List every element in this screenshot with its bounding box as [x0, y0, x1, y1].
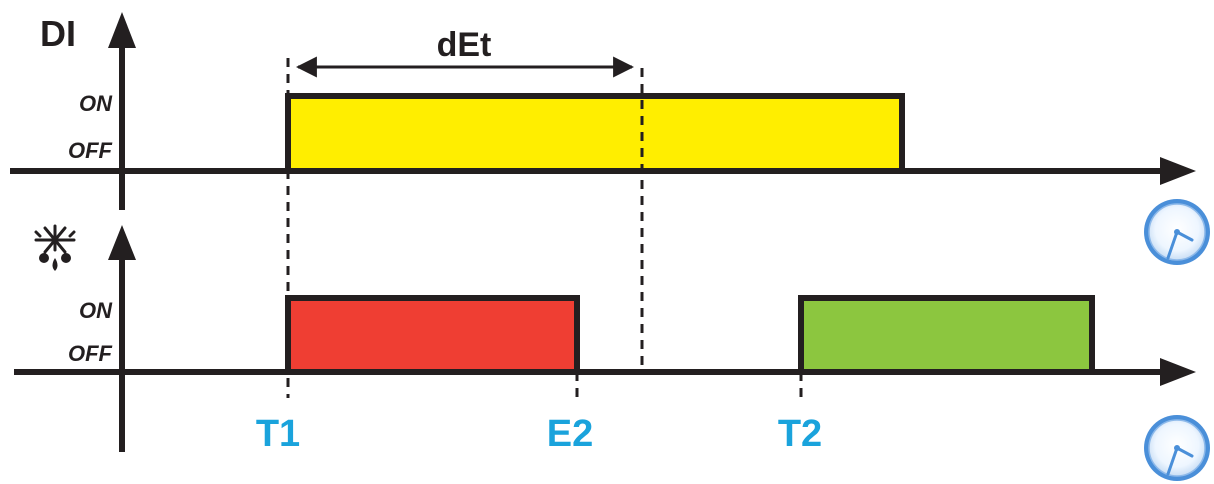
- di-off-label: OFF: [68, 138, 113, 163]
- di-label: DI: [40, 13, 76, 54]
- di-pulse: [285, 93, 905, 174]
- marker-e2: E2: [547, 413, 593, 455]
- defrost-pulse-1: [285, 295, 580, 375]
- defrost-pulse-2: [798, 295, 1095, 375]
- di-on-label: ON: [79, 91, 113, 116]
- defrost-snowflake-drop-icon: [34, 224, 76, 271]
- defrost-off-label: OFF: [68, 341, 113, 366]
- di-axis-arrowhead: [108, 12, 136, 48]
- di-time-arrowhead: [1160, 157, 1196, 185]
- defrost-signal-group: ON OFF: [14, 224, 1196, 452]
- defrost-on-label: ON: [79, 298, 113, 323]
- marker-t1: T1: [256, 413, 300, 455]
- det-label: dEt: [437, 26, 492, 64]
- defrost-axis-arrowhead: [108, 225, 136, 260]
- clock-icon: [1144, 415, 1210, 481]
- marker-t2: T2: [778, 413, 822, 455]
- clock-icon: [1144, 199, 1210, 265]
- di-signal-group: DI ON OFF dEt: [10, 12, 1196, 210]
- defrost-time-arrowhead: [1160, 358, 1196, 386]
